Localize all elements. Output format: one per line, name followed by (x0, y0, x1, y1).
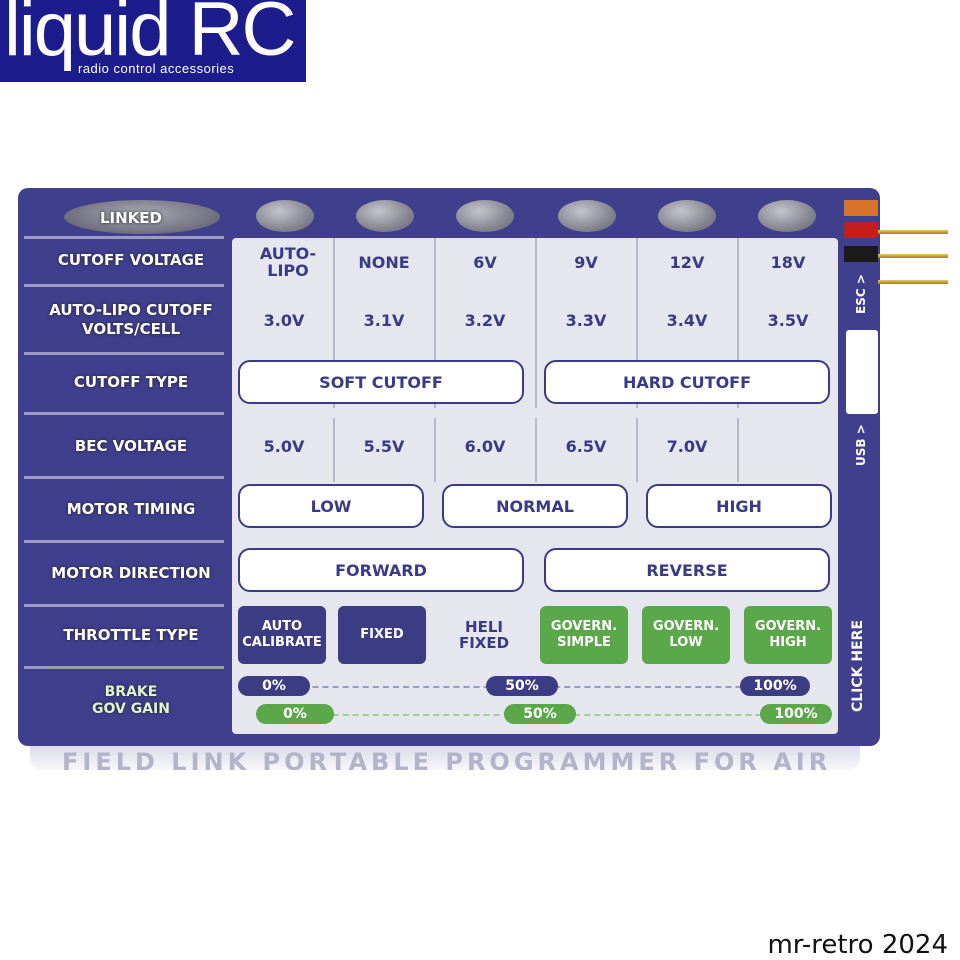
brake-slider-0[interactable]: 0% (238, 676, 310, 696)
divider (24, 666, 224, 669)
esc-pin (878, 230, 948, 234)
label-motor-timing: MOTOR TIMING (66, 499, 196, 518)
lipo-cutoff-3-5[interactable]: 3.5V (767, 310, 809, 330)
label-brake-gov-gain: BRAKE GOV GAIN (92, 684, 170, 717)
label-bec-voltage: BEC VOLTAGE (74, 436, 188, 455)
divider (24, 604, 224, 607)
throttle-govern-simple-button[interactable]: GOVERN. SIMPLE (540, 606, 628, 664)
lipo-cutoff-3-2[interactable]: 3.2V (464, 310, 506, 330)
bec-voltage-7-0[interactable]: 7.0V (666, 436, 708, 456)
status-led (256, 200, 314, 232)
column-divider (333, 238, 335, 408)
column-divider (737, 418, 739, 482)
column-divider (636, 238, 638, 408)
signature: mr-retro 2024 (767, 930, 948, 960)
divider (24, 412, 224, 415)
card-bottom-text: FIELD LINK PORTABLE PROGRAMMER FOR AIR (62, 748, 832, 770)
column-divider (535, 418, 537, 482)
gain-slider-0[interactable]: 0% (256, 704, 334, 724)
throttle-auto-calibrate-button[interactable]: AUTO CALIBRATE (238, 606, 326, 664)
bec-voltage-5-0[interactable]: 5.0V (263, 436, 305, 456)
usb-port-label: USB > (854, 424, 868, 466)
bec-voltage-5-5[interactable]: 5.5V (363, 436, 405, 456)
label-cutoff-type: CUTOFF TYPE (73, 372, 189, 391)
column-divider (434, 238, 436, 408)
column-divider (333, 418, 335, 482)
cutoff-voltage-12v[interactable]: 12V (669, 252, 705, 272)
motor-timing-low[interactable]: LOW (238, 484, 424, 528)
label-cutoff-voltage: CUTOFF VOLTAGE (57, 250, 205, 269)
status-led (658, 200, 716, 232)
divider (24, 284, 224, 287)
motor-direction-reverse[interactable]: REVERSE (544, 548, 830, 592)
esc-pin (878, 280, 948, 284)
label-linked: LINKED (99, 208, 162, 227)
connector-black (844, 246, 878, 262)
motor-direction-forward[interactable]: FORWARD (238, 548, 524, 592)
cutoff-voltage-18v[interactable]: 18V (770, 252, 806, 272)
cutoff-voltage-none[interactable]: NONE (358, 252, 410, 272)
throttle-fixed-button[interactable]: FIXED (338, 606, 426, 664)
label-throttle-type: THROTTLE TYPE (63, 625, 199, 644)
usb-port[interactable] (846, 330, 878, 414)
esc-port-label: ESC > (854, 274, 868, 314)
cutoff-voltage-9v[interactable]: 9V (574, 252, 598, 272)
lipo-cutoff-3-3[interactable]: 3.3V (565, 310, 607, 330)
connector-orange (844, 200, 878, 216)
cutoff-voltage-auto-lipo[interactable]: AUTO-LIPO (259, 244, 317, 280)
lipo-cutoff-3-1[interactable]: 3.1V (363, 310, 405, 330)
divider (24, 540, 224, 543)
bec-voltage-6-0[interactable]: 6.0V (464, 436, 506, 456)
throttle-govern-high-button[interactable]: GOVERN. HIGH (744, 606, 832, 664)
motor-timing-high[interactable]: HIGH (646, 484, 832, 528)
label-auto-lipo-cutoff: AUTO-LIPO CUTOFF VOLTS/CELL (49, 301, 213, 338)
logo-subtitle: radio control accessories (78, 61, 235, 76)
throttle-govern-low-button[interactable]: GOVERN. LOW (642, 606, 730, 664)
divider (24, 476, 224, 479)
linked-led (64, 200, 220, 234)
divider (24, 352, 224, 355)
click-here-link[interactable]: CLICK HERE (850, 619, 866, 713)
bec-voltage-6-5[interactable]: 6.5V (565, 436, 607, 456)
brake-slider-100[interactable]: 100% (740, 676, 810, 696)
throttle-heli-fixed-button[interactable]: HELI FIXED (458, 618, 510, 652)
column-divider (636, 418, 638, 482)
cutoff-type-soft[interactable]: SOFT CUTOFF (238, 360, 524, 404)
side-panel (842, 196, 878, 734)
lipo-cutoff-3-4[interactable]: 3.4V (666, 310, 708, 330)
liquid-rc-logo: liquid RC radio control accessories (0, 0, 306, 82)
label-motor-direction: MOTOR DIRECTION (51, 563, 211, 582)
gain-slider-100[interactable]: 100% (760, 704, 832, 724)
status-led (758, 200, 816, 232)
connector-red (844, 222, 878, 238)
status-led (356, 200, 414, 232)
gain-slider-50[interactable]: 50% (504, 704, 576, 724)
cutoff-type-hard[interactable]: HARD CUTOFF (544, 360, 830, 404)
brake-slider-50[interactable]: 50% (486, 676, 558, 696)
motor-timing-normal[interactable]: NORMAL (442, 484, 628, 528)
column-divider (434, 418, 436, 482)
logo-title: liquid RC (4, 0, 296, 72)
status-led (456, 200, 514, 232)
lipo-cutoff-3-0[interactable]: 3.0V (263, 310, 305, 330)
divider (24, 236, 224, 239)
column-divider (535, 238, 537, 408)
column-divider (737, 238, 739, 408)
cutoff-voltage-6v[interactable]: 6V (473, 252, 497, 272)
status-led (558, 200, 616, 232)
esc-pin (878, 254, 948, 258)
